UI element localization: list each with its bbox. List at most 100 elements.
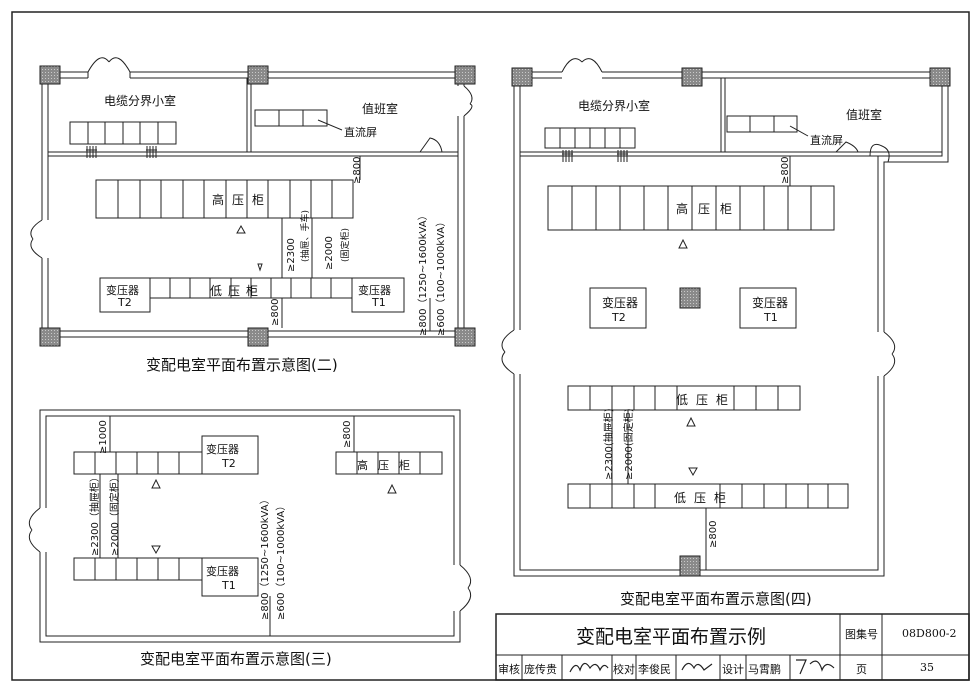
lv-label-2: 压 <box>228 284 241 298</box>
dim-800-top: ≥800 <box>352 156 363 184</box>
column <box>247 327 269 347</box>
hv-label-3: 柜 <box>252 193 265 207</box>
operating-side-marker <box>236 224 246 234</box>
hv-label-3: 柜 <box>720 202 733 216</box>
hv-cabinet-row-left <box>73 451 203 475</box>
lv-upper-label-2: 压 <box>696 393 709 407</box>
hv-label-2: 压 <box>378 459 389 472</box>
hv-label-1: 高 <box>357 459 368 472</box>
dim-800-top: ≥800 <box>780 156 791 184</box>
lv-cabinet-row-lower <box>567 483 849 509</box>
cable-room-cabinets <box>544 127 636 162</box>
operating-side-marker <box>151 545 161 555</box>
dim-2300: ≥2300（抽屉柜） <box>90 472 101 556</box>
duty-room-label: 值班室 <box>846 108 883 122</box>
hv-label-3: 柜 <box>399 459 410 472</box>
plan-four <box>501 58 951 577</box>
designer-name: 马霄鹏 <box>748 663 781 676</box>
signature-reviewer <box>569 662 609 673</box>
duty-room-label: 值班室 <box>362 102 399 116</box>
t2-id: T2 <box>222 457 236 470</box>
column <box>511 67 533 87</box>
column <box>39 65 61 85</box>
review-label: 审核 <box>498 663 520 676</box>
operating-side-marker <box>678 238 688 249</box>
operating-side-marker <box>686 416 696 427</box>
t1-label: 变压器 <box>358 284 391 297</box>
t1-id: T1 <box>372 296 386 309</box>
dim-2300: ≥2300(抽屉柜) <box>604 408 615 480</box>
t2-label: 变压器 <box>602 296 639 310</box>
page-label: 页 <box>856 663 867 676</box>
sheet-border <box>11 11 970 681</box>
dim-2300: ≥2300 <box>286 238 297 272</box>
check-label: 校对 <box>613 663 635 676</box>
column <box>454 327 476 347</box>
lv-lower-label-3: 柜 <box>714 491 727 505</box>
operating-side-marker <box>151 478 161 489</box>
dim-2000: ≥2000(固定柜) <box>624 408 635 480</box>
cable-room-label: 电缆分界小室 <box>104 94 177 108</box>
column <box>681 67 703 87</box>
design-label: 设计 <box>722 663 744 676</box>
transformer-t1 <box>201 557 259 597</box>
dc-panel <box>726 115 809 137</box>
cable-room-label: 电缆分界小室 <box>578 99 651 113</box>
hv-cabinet-row <box>547 185 835 231</box>
dc-panel-label: 直流屏 <box>344 126 377 139</box>
hv-label-2: 压 <box>698 202 711 216</box>
caption-plan-three: 变配电室平面布置示意图(三) <box>140 650 332 668</box>
hv-cabinet-row-right <box>335 451 443 475</box>
signature-designer <box>796 659 835 675</box>
dim-2000: ≥2000 <box>324 236 335 270</box>
t2-label: 变压器 <box>106 284 139 297</box>
dim-800-kva-large: ≥800（1250~1600kVA） <box>260 494 271 620</box>
dim-800-bottom: ≥800 <box>708 520 719 548</box>
dim-2000: ≥2000（固定柜） <box>110 472 121 556</box>
caption-plan-four: 变配电室平面布置示意图(四) <box>620 590 812 608</box>
t2-label: 变压器 <box>206 443 239 456</box>
dim-600-kva-small: ≥600（100~1000kVA） <box>276 500 287 620</box>
dim-600-kva-small: ≥600（100~1000kVA） <box>436 216 447 336</box>
atlas-number-label: 图集号 <box>845 628 878 641</box>
plan-three <box>28 409 472 643</box>
t1-id: T1 <box>764 311 778 324</box>
caption-plan-two: 变配电室平面布置示意图(二) <box>146 356 338 374</box>
transformer-t1 <box>739 287 797 329</box>
dim-800-bottom: ≥800 <box>270 298 281 326</box>
dim-2300-note: (抽屉、手车) <box>301 209 311 262</box>
t2-id: T2 <box>612 311 626 324</box>
column <box>679 287 701 309</box>
dc-panel-label: 直流屏 <box>810 134 843 147</box>
sheet-title: 变配电室平面布置示例 <box>576 626 767 648</box>
operating-side-marker <box>688 467 698 477</box>
signature-checker <box>681 662 713 671</box>
lv-label-1: 低 <box>210 284 223 298</box>
t2-id: T2 <box>118 296 132 309</box>
column <box>247 65 269 85</box>
operating-side-marker <box>257 263 263 272</box>
hv-label-1: 高 <box>212 193 225 207</box>
dim-800-hv: ≥800 <box>342 420 353 448</box>
plan-two <box>30 57 476 347</box>
t1-label: 变压器 <box>752 296 789 310</box>
hv-cabinet-row <box>95 179 354 219</box>
transformer-t2 <box>99 277 151 313</box>
dim-800-kva-large: ≥800（1250~1600kVA） <box>418 210 429 336</box>
lv-upper-label-1: 低 <box>676 393 689 407</box>
atlas-number: 08D800-2 <box>902 627 957 640</box>
page-number: 35 <box>920 661 934 674</box>
lv-upper-label-3: 柜 <box>716 393 729 407</box>
reviewer-name: 庞传贵 <box>524 663 557 676</box>
lv-cabinet-row <box>73 557 203 581</box>
checker-name: 李俊民 <box>638 663 671 676</box>
transformer-t2 <box>201 435 259 475</box>
t1-id: T1 <box>222 579 236 592</box>
hv-label-2: 压 <box>232 193 245 207</box>
dim-1000: ≥1000 <box>98 420 109 454</box>
dc-panel <box>254 109 343 131</box>
column <box>454 65 476 85</box>
transformer-t2 <box>589 287 647 329</box>
hv-label-1: 高 <box>676 202 689 216</box>
